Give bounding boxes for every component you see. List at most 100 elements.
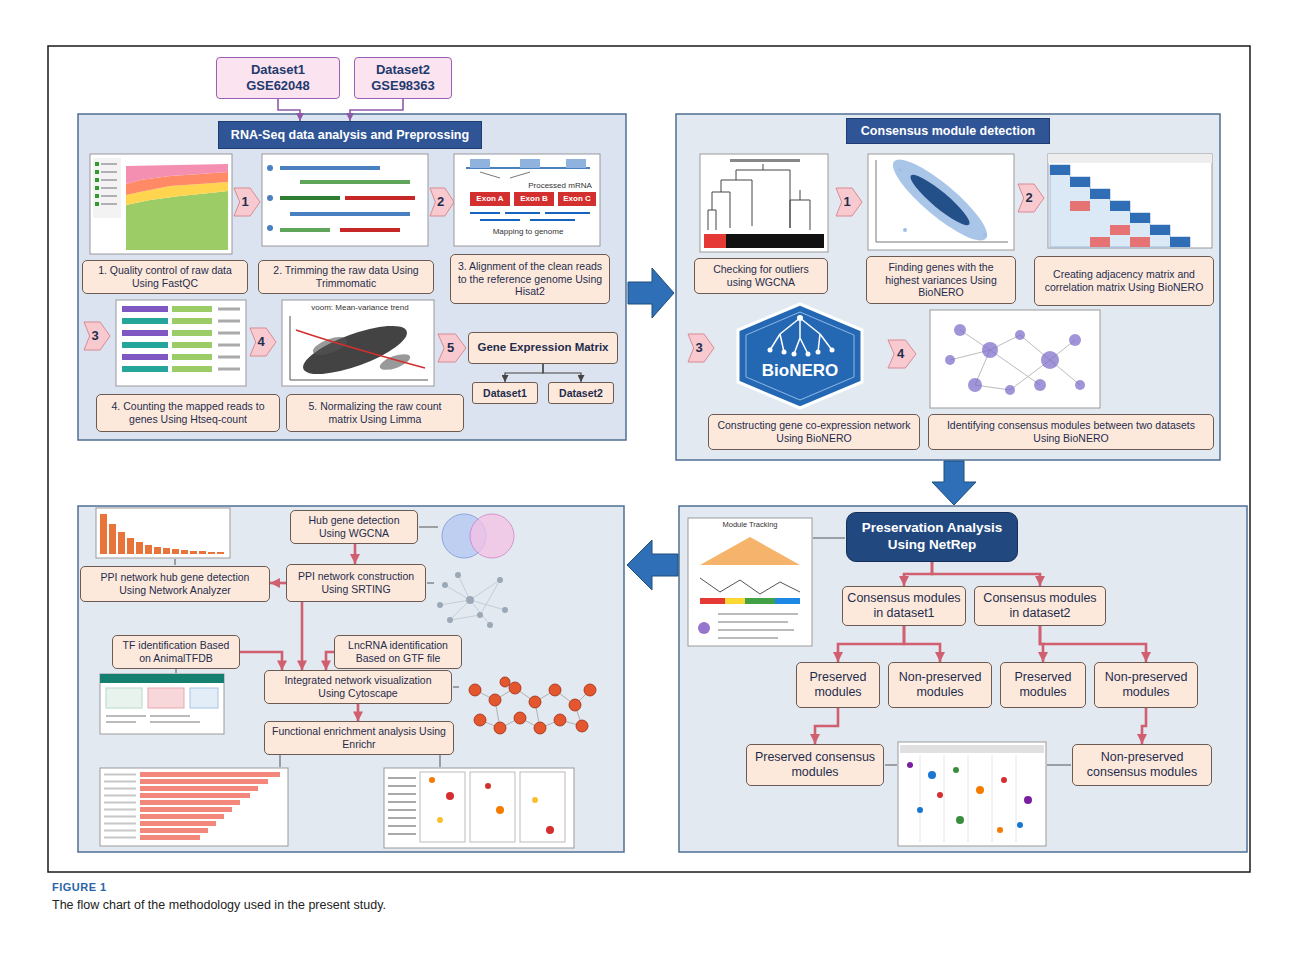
network-illustration (1075, 380, 1085, 390)
module-box: Consensus modules in dataset2 (974, 586, 1106, 626)
process-box: LncRNA identification Based on GTF file (334, 635, 462, 668)
illustration-text: Mapping to genome (470, 226, 586, 238)
bionero-logo (768, 348, 773, 353)
flow-connector (505, 364, 543, 382)
step-number: 3 (693, 334, 705, 362)
database-screenshot-illustration (100, 674, 224, 734)
voom-plot-illustration (296, 330, 425, 368)
fastqc-illustration (101, 164, 117, 204)
figure-frame (48, 46, 1250, 872)
flow-connector (301, 602, 304, 670)
database-screenshot-illustration (106, 716, 200, 722)
trimming-illustration (280, 196, 340, 200)
network-illustration (1005, 385, 1015, 395)
bionero-logo (797, 315, 803, 321)
variance-plot-illustration (983, 233, 987, 237)
process-box: Creating adjacency matrix and correlatio… (1034, 256, 1214, 306)
flow-connector (1040, 626, 1146, 662)
trimming-illustration (262, 154, 428, 246)
dataset-box: Dataset1 GSE62048 (216, 57, 340, 99)
flow-block-arrow (627, 540, 678, 590)
ppi-network-illustration (455, 572, 461, 578)
ppi-network-illustration (497, 577, 503, 583)
venn-illustration (470, 514, 514, 558)
bionero-logo (830, 348, 835, 353)
flow-connector (1142, 708, 1146, 744)
ppi-network-illustration (466, 596, 474, 604)
alignment-illustration (454, 154, 600, 246)
dendrogram-illustration (700, 154, 828, 252)
bionero-logo (738, 304, 862, 408)
box-text: Consensus module detection (861, 124, 1035, 139)
preservation-plot-illustration (937, 792, 943, 798)
flow-connector (543, 364, 581, 382)
step-chevron (430, 188, 454, 216)
integrated-network-illustration (554, 714, 566, 726)
enrichment-bar-chart (140, 775, 280, 838)
step-chevron (438, 334, 466, 362)
box-text: 2. Trimming the raw data Using Trimmomat… (265, 264, 427, 289)
module-tracking-illustration (745, 598, 775, 604)
step-chevron (688, 334, 714, 362)
module-box: Consensus modules in dataset1 (842, 586, 966, 626)
preservation-plot-illustration (900, 745, 1044, 753)
box-text: Constructing gene co-expression network … (715, 419, 913, 444)
alignment-illustration (470, 213, 590, 220)
panel (676, 114, 1220, 460)
box-text: 5. Normalizing the raw count matrix Usin… (293, 400, 457, 425)
leader-line (175, 527, 1071, 767)
bionero-logo (738, 304, 862, 408)
flow-connector (354, 544, 357, 564)
process-box: TF identification Based on AnimalTFDB (112, 635, 240, 668)
voom-plot-illustration (282, 300, 434, 386)
database-screenshot-illustration (100, 674, 224, 683)
section-heading: Preservation Analysis Using NetRep (846, 512, 1018, 562)
process-box: 3. Alignment of the clean reads to the r… (450, 254, 610, 304)
integrated-network-illustration (469, 684, 481, 696)
ppi-network-illustration (487, 622, 493, 628)
box-text: Hub gene detection Using WGCNA (297, 514, 411, 539)
integrated-network-illustration (469, 677, 596, 734)
figure-caption: The flow chart of the methodology used i… (52, 898, 386, 912)
enrichment-dot-chart (429, 777, 435, 783)
bionero-logo (746, 312, 854, 400)
enrichment-dot-chart (520, 772, 565, 842)
enrichment-dot-chart (388, 778, 416, 834)
ppi-network-illustration (437, 602, 443, 608)
preservation-plot-illustration (917, 807, 923, 813)
logo-text: BioNERO (748, 360, 852, 382)
enrichment-dot-chart (485, 783, 491, 789)
alignment-illustration (470, 159, 490, 168)
dendrogram-illustration (704, 234, 726, 248)
enrichment-bar-chart (100, 768, 288, 846)
network-illustration (945, 355, 955, 365)
step-chevron (234, 188, 260, 216)
flow-connector (326, 652, 334, 670)
preservation-plot-illustration (976, 786, 984, 794)
bionero-logo (792, 352, 797, 357)
bionero-logo (816, 350, 821, 355)
leader-line (885, 765, 897, 766)
module-tracking-illustration (725, 598, 745, 604)
box-text: 3. Alignment of the clean reads to the r… (457, 260, 603, 298)
variance-plot-illustration (906, 169, 975, 230)
module-box: Preserved modules (1000, 662, 1086, 708)
trimming-illustration (280, 182, 410, 230)
enrichment-dot-chart (420, 772, 465, 842)
matrix-illustration (1048, 154, 1212, 248)
step-chevron (250, 328, 276, 356)
box-text: 4. Counting the mapped reads to genes Us… (103, 400, 273, 425)
flow-connector (904, 626, 940, 662)
counting-illustration (122, 309, 168, 357)
enrichment-dot-chart (532, 797, 538, 803)
fastqc-illustration (90, 154, 232, 254)
process-box: 5. Normalizing the raw count matrix Usin… (286, 394, 464, 432)
box-text: PPI network hub gene detection Using Net… (87, 571, 263, 596)
enrichment-dot-chart (446, 792, 454, 800)
preservation-plot-illustration (1024, 796, 1032, 804)
step-number: 2 (1023, 184, 1035, 212)
step-chevron (1018, 184, 1044, 212)
module-tracking-illustration (775, 598, 800, 604)
network-illustration (930, 310, 1100, 408)
